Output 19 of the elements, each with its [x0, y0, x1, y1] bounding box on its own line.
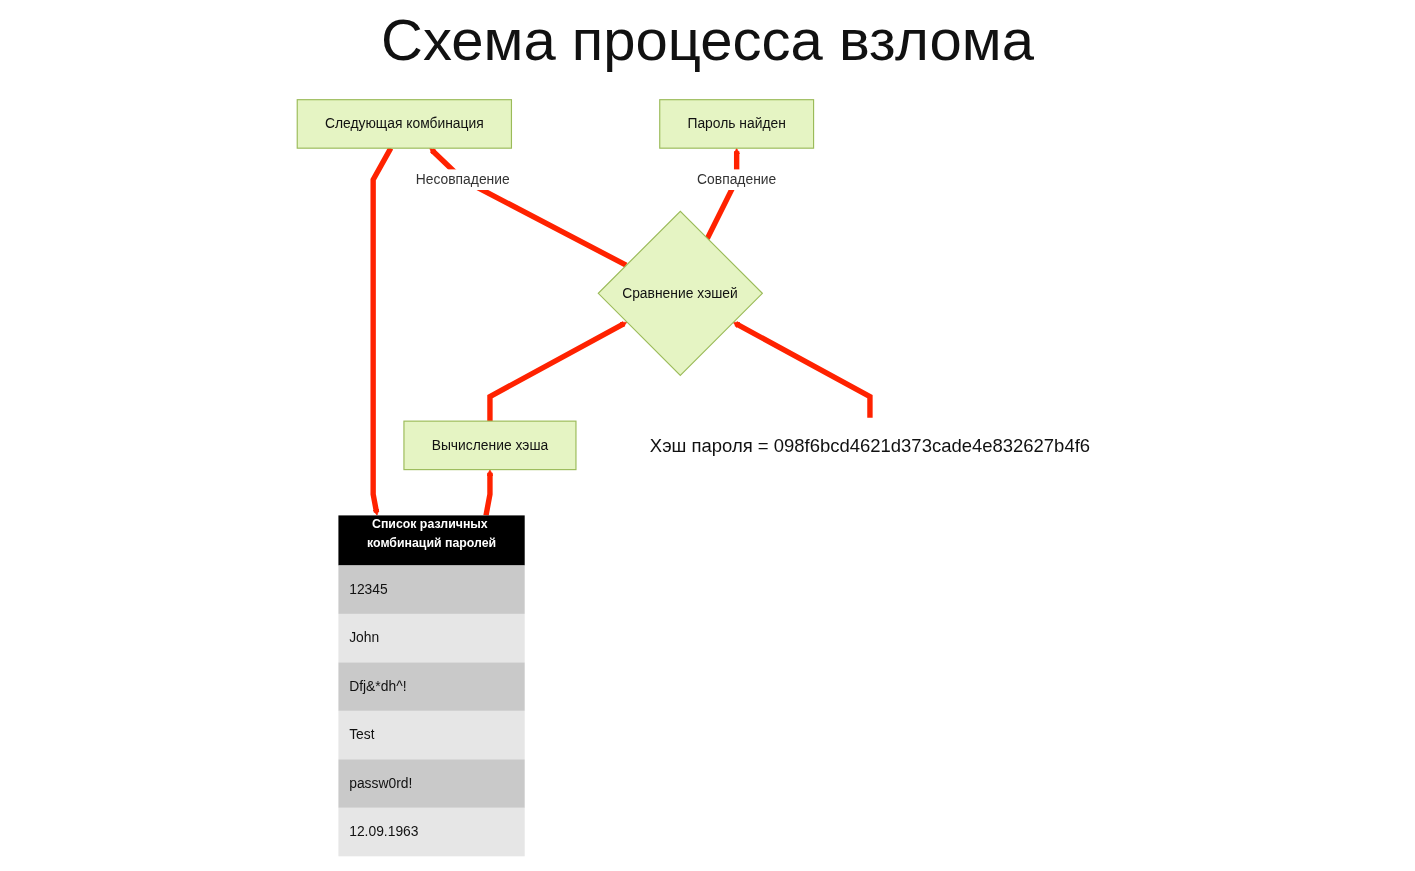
node-box: passw0rd! [338, 759, 525, 808]
node-box: Следующая комбинация [296, 99, 513, 149]
edge-label: Несовпадение [415, 171, 510, 188]
node-box: Test [338, 710, 525, 760]
arrow [732, 321, 873, 418]
node-box: 12.09.1963 [338, 807, 525, 857]
node-diamond: Сравнение хэшей [597, 210, 764, 377]
node-box: Пароль найден [659, 99, 815, 149]
arrow [483, 469, 494, 516]
node-box: John [338, 613, 525, 663]
arrow [487, 321, 628, 422]
edge-label: Совпадение [697, 171, 777, 188]
node-box: Dfj&*dh^! [338, 662, 525, 711]
node-text: Список различных комбинаций паролей [367, 517, 497, 550]
arrow [429, 147, 628, 268]
title: Схема процесса взлома [380, 6, 1035, 73]
node-text: Хэш пароля = 098f6bcd4621d373cade4e832627b4f6 [649, 434, 1091, 456]
node-box: 12345 [338, 565, 525, 614]
node-box: Вычисление хэша [403, 420, 577, 471]
